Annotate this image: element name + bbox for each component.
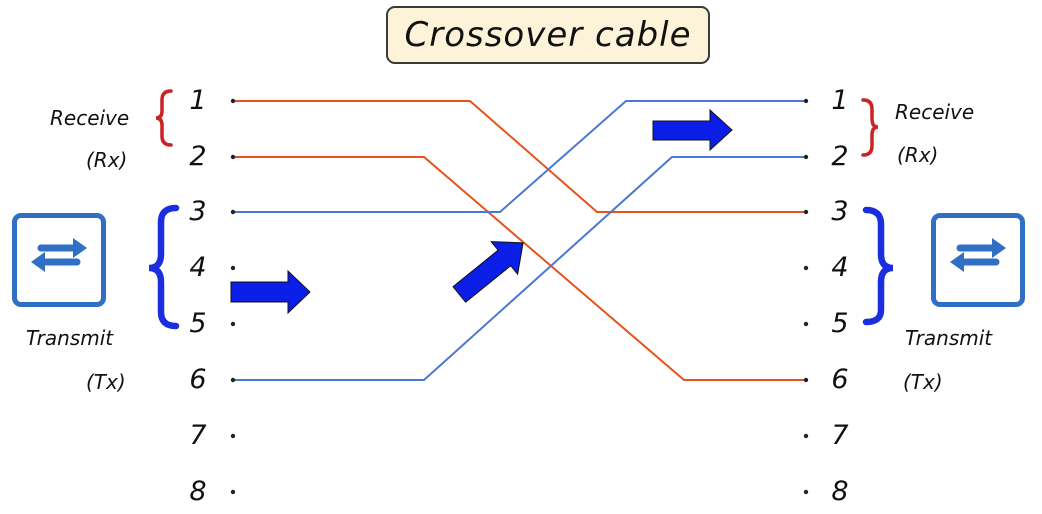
transmit-arrow-left <box>230 269 311 315</box>
right-transmit-bracket-icon <box>862 206 894 326</box>
right-receive-abbr: (Rx) <box>897 143 939 167</box>
right-pin-4: 4 <box>831 252 849 283</box>
right-pin-7: 7 <box>831 420 849 451</box>
diagram-title: Crossover cable <box>386 6 710 64</box>
right-receive-label: Receive <box>895 100 975 124</box>
right-transmit-abbr: (Tx) <box>903 370 943 394</box>
left-pin-dots <box>230 98 236 495</box>
wire-left3-right1 <box>233 100 806 213</box>
right-transmit-label: Transmit <box>905 326 993 350</box>
left-pin-8: 8 <box>189 476 207 507</box>
right-pin-8: 8 <box>831 476 849 507</box>
right-pin-2: 2 <box>831 141 849 172</box>
left-transmit-label: Transmit <box>26 326 114 350</box>
left-pin-3: 3 <box>189 196 207 227</box>
right-switch-icon <box>931 213 1025 307</box>
right-pin-1: 1 <box>831 85 849 116</box>
left-pin-7: 7 <box>189 420 207 451</box>
left-transmit-abbr: (Tx) <box>86 370 126 394</box>
receive-arrow-right <box>652 108 733 152</box>
left-switch-icon <box>12 213 106 307</box>
right-receive-bracket-icon <box>861 98 879 157</box>
left-pin-5: 5 <box>189 308 207 339</box>
left-transmit-bracket-icon <box>148 204 180 330</box>
wire-left1-right3 <box>233 100 806 213</box>
right-pin-6: 6 <box>831 364 849 395</box>
left-pin-4: 4 <box>189 252 207 283</box>
left-receive-label: Receive <box>50 106 130 130</box>
left-pin-6: 6 <box>189 364 207 395</box>
right-pin-dots <box>803 98 809 495</box>
left-pin-1: 1 <box>189 85 207 116</box>
left-pin-2: 2 <box>189 141 207 172</box>
right-pin-5: 5 <box>831 308 849 339</box>
wire-left2-right6 <box>233 156 806 381</box>
left-receive-abbr: (Rx) <box>86 148 128 172</box>
left-receive-bracket-icon <box>155 89 173 147</box>
wire-left6-right2 <box>233 156 806 381</box>
right-pin-3: 3 <box>831 196 849 227</box>
crossover-arrow <box>452 241 524 303</box>
